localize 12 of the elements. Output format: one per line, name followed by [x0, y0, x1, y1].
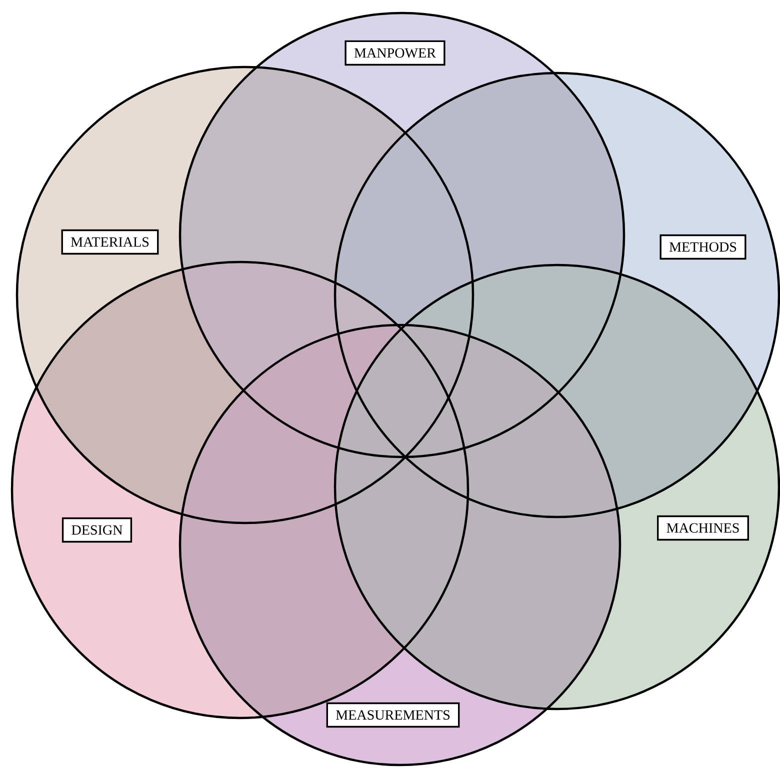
label-box: METHODS — [660, 234, 746, 260]
venn-circle — [16, 66, 474, 524]
venn-circle — [334, 264, 780, 710]
label-box: DESIGN — [62, 517, 132, 543]
venn-circle — [178, 324, 622, 766]
label-box: MACHINES — [657, 515, 749, 541]
venn-circle — [10, 260, 470, 720]
label-box: MATERIALS — [61, 229, 159, 255]
venn-circle — [178, 12, 626, 458]
label-box: MEASUREMENTS — [326, 702, 460, 728]
label-box: MANPOWER — [344, 40, 446, 66]
venn-circle — [334, 72, 780, 518]
